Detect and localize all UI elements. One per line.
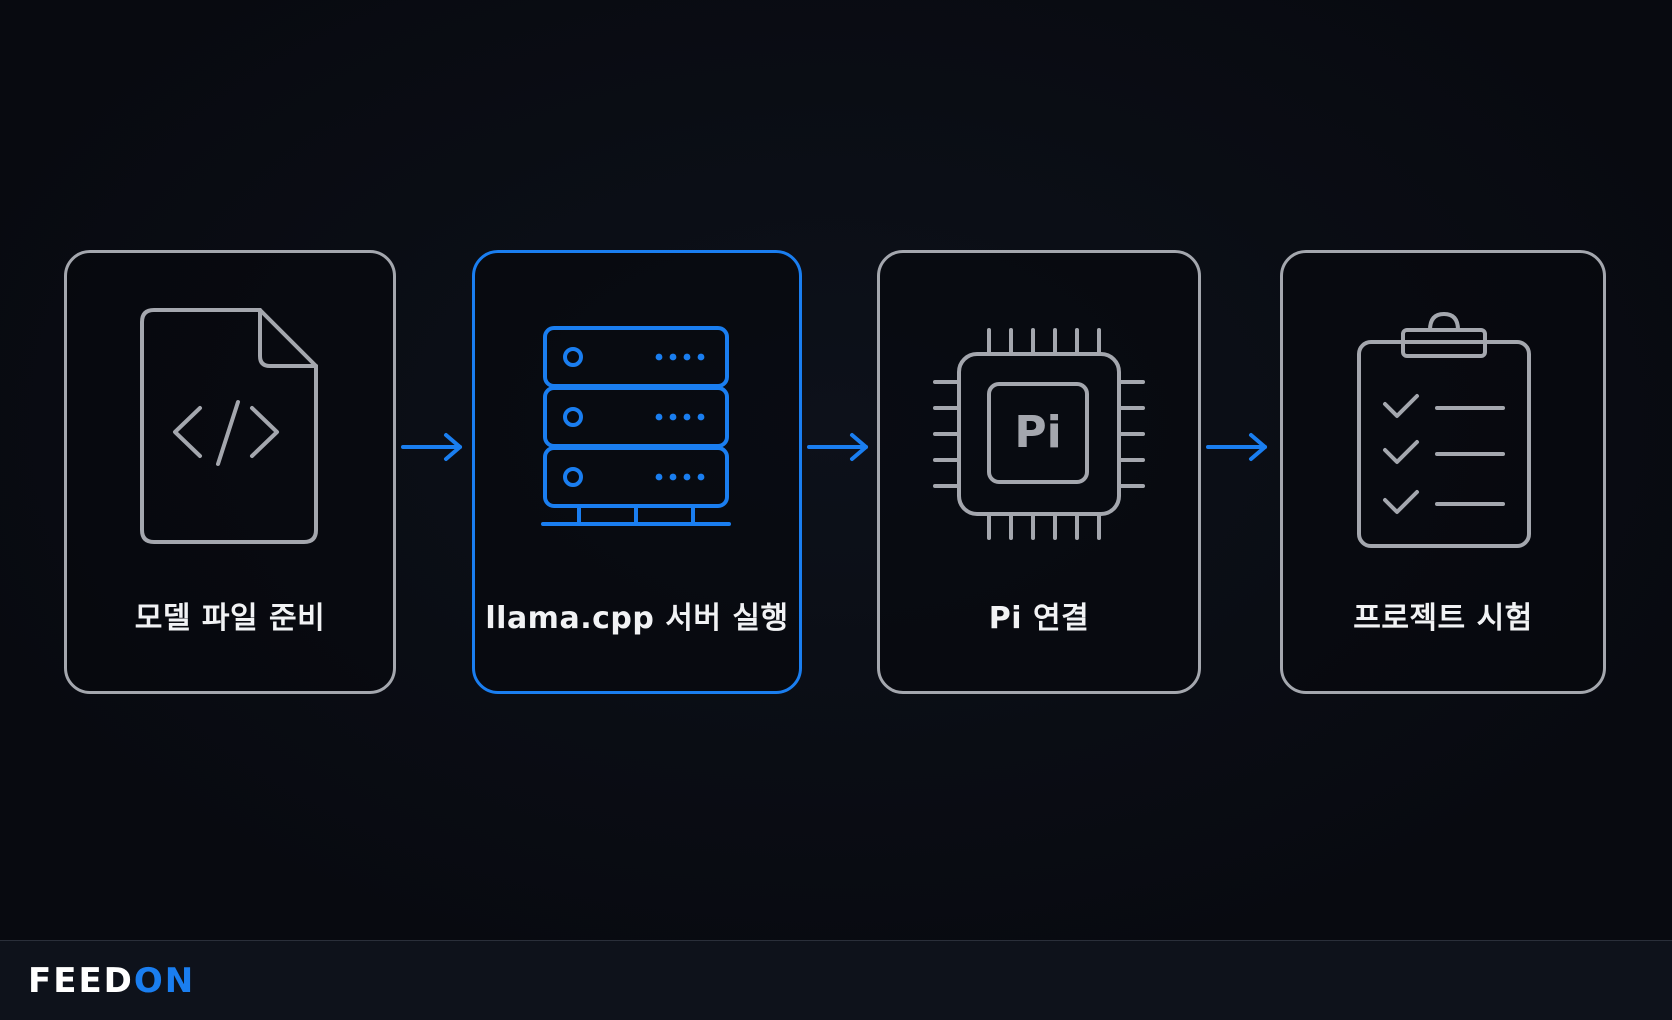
pi-chip-icon: Pi	[929, 308, 1149, 548]
arrow-right-icon	[806, 432, 872, 462]
checklist-clipboard-icon	[1333, 308, 1553, 548]
diagram-canvas: 모델 파일 준비	[0, 0, 1672, 940]
step-label: llama.cpp 서버 실행	[485, 601, 789, 636]
arrow-right-icon	[400, 432, 466, 462]
server-icon	[527, 308, 747, 548]
step-label: 프로젝트 시험	[1353, 601, 1533, 636]
brand-text-on: ON	[133, 961, 196, 1001]
brand-logo: FEEDON	[28, 961, 195, 1001]
code-file-icon	[120, 308, 340, 548]
step-label: Pi 연결	[988, 601, 1090, 636]
step-card-connect-pi: Pi Pi 연결	[877, 250, 1201, 694]
step-label: 모델 파일 준비	[134, 601, 326, 636]
step-card-run-llama-server: llama.cpp 서버 실행	[472, 250, 802, 694]
step-card-test-project: 프로젝트 시험	[1280, 250, 1606, 694]
footer-bar: FEEDON	[0, 940, 1672, 1020]
arrow-right-icon	[1205, 432, 1271, 462]
pi-chip-text: Pi	[1014, 407, 1062, 458]
brand-text-feed: FEED	[28, 961, 134, 1001]
step-card-prepare-model: 모델 파일 준비	[64, 250, 396, 694]
